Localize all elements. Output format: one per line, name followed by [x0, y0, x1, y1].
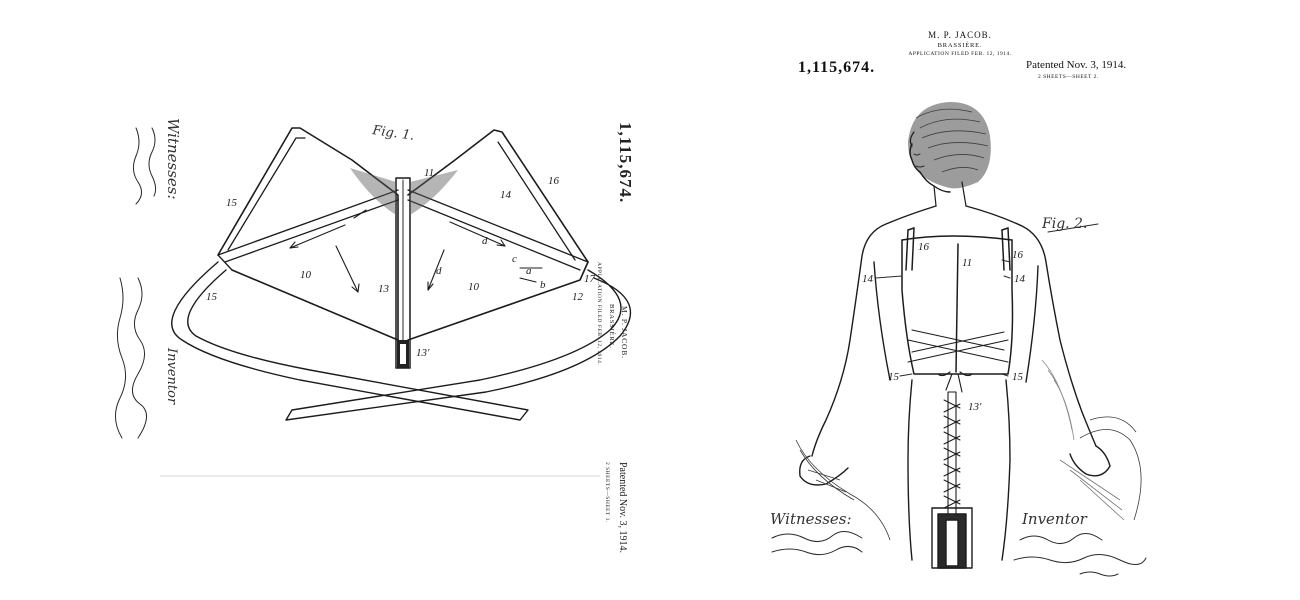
background-hatching	[795, 359, 1142, 541]
patented-date-rotated: Patented Nov. 3, 1914.	[617, 462, 628, 553]
brassiere-bodice	[901, 227, 1014, 393]
fig1-reference-numerals: 15 10 11 10 d 13 13' 14 16 15 d c a b 12…	[206, 167, 596, 359]
patent-sheet-1: 15 10 11 10 d 13 13' 14 16 15 d c a b 12…	[115, 118, 635, 553]
application-date: APPLICATION FILED FEB. 12, 1914.	[908, 51, 1011, 57]
witnesses-label-rotated: Witnesses:	[164, 118, 182, 200]
patent-number: 1,115,674.	[798, 59, 875, 76]
ref-15: 15	[206, 291, 218, 303]
ref-15-right: 15	[1012, 371, 1024, 383]
inventor-label: Inventor	[1021, 510, 1088, 528]
inventor-name: M. P. JACOB.	[928, 30, 992, 40]
right-cup-panel	[407, 129, 589, 341]
ref-13-prime: 13'	[968, 401, 982, 413]
ref-13: 13	[378, 283, 390, 295]
figure-1-label: Fig. 1.	[370, 123, 415, 144]
rotated-patent-header: 1,115,674. M. P. JACOB. BRASSIÈRE. APPLI…	[596, 122, 635, 553]
patent-title: BRASSIÈRE.	[938, 41, 983, 49]
lace-stipple	[350, 168, 458, 215]
title-rotated: BRASSIÈRE.	[608, 304, 616, 349]
ref-17: 17	[584, 273, 596, 285]
signature-block: Witnesses: Inventor	[770, 510, 1147, 577]
center-lacing-strip	[395, 177, 411, 369]
application-rotated: APPLICATION FILED FEB. 12, 1914.	[596, 262, 602, 365]
ref-10-right: 10	[468, 281, 480, 293]
ref-16-left: 15	[226, 197, 238, 209]
patent-header: M. P. JACOB. BRASSIÈRE. APPLICATION FILE…	[798, 30, 1126, 80]
patent-number-rotated: 1,115,674.	[616, 122, 635, 203]
fig2-reference-numerals: 16 11 16 14 14 15 15 13'	[862, 241, 1026, 413]
figure-2-drawing: M. P. JACOB. BRASSIÈRE. APPLICATION FILE…	[770, 30, 1147, 577]
ref-14-right: 14	[1014, 273, 1026, 285]
patented-date: Patented Nov. 3, 1914.	[1026, 59, 1126, 71]
rotated-signatures: Witnesses: Inventor	[115, 118, 182, 439]
ref-d-center: d	[436, 265, 442, 277]
ref-d: d	[482, 235, 488, 247]
ref-16-right: 16	[548, 175, 560, 187]
ref-b: b	[540, 279, 546, 291]
ref-14: 14	[500, 189, 512, 201]
witnesses-label: Witnesses:	[770, 510, 852, 528]
figure-head	[908, 102, 991, 207]
ref-15-left: 15	[888, 371, 900, 383]
ref-14-left: 14	[862, 273, 874, 285]
ref-13-prime: 13'	[416, 347, 430, 359]
lower-garment	[907, 379, 1011, 569]
inventor-rotated: M. P. JACOB.	[620, 306, 629, 359]
inventor-label-rotated: Inventor	[164, 347, 179, 405]
ref-c: c	[512, 253, 517, 265]
ref-10-left: 10	[300, 269, 312, 281]
tie-straps	[171, 261, 631, 421]
patent-sheet-2: M. P. JACOB. BRASSIÈRE. APPLICATION FILE…	[650, 0, 1300, 600]
ref-12: 12	[572, 291, 584, 303]
tension-arrows	[289, 209, 543, 293]
ref-16-left: 16	[918, 241, 930, 253]
sheets-rotated: 2 SHEETS—SHEET 1.	[604, 462, 610, 523]
ref-11: 11	[424, 167, 434, 179]
ref-16-right: 16	[1012, 249, 1024, 261]
left-cup-panel	[217, 127, 399, 341]
sheet-count: 2 SHEETS—SHEET 2.	[1038, 74, 1099, 80]
figure-1-drawing: 15 10 11 10 d 13 13' 14 16 15 d c a b 12…	[115, 118, 635, 553]
figure-body	[799, 205, 1111, 486]
ref-a: a	[526, 265, 532, 277]
ref-11: 11	[962, 257, 972, 269]
